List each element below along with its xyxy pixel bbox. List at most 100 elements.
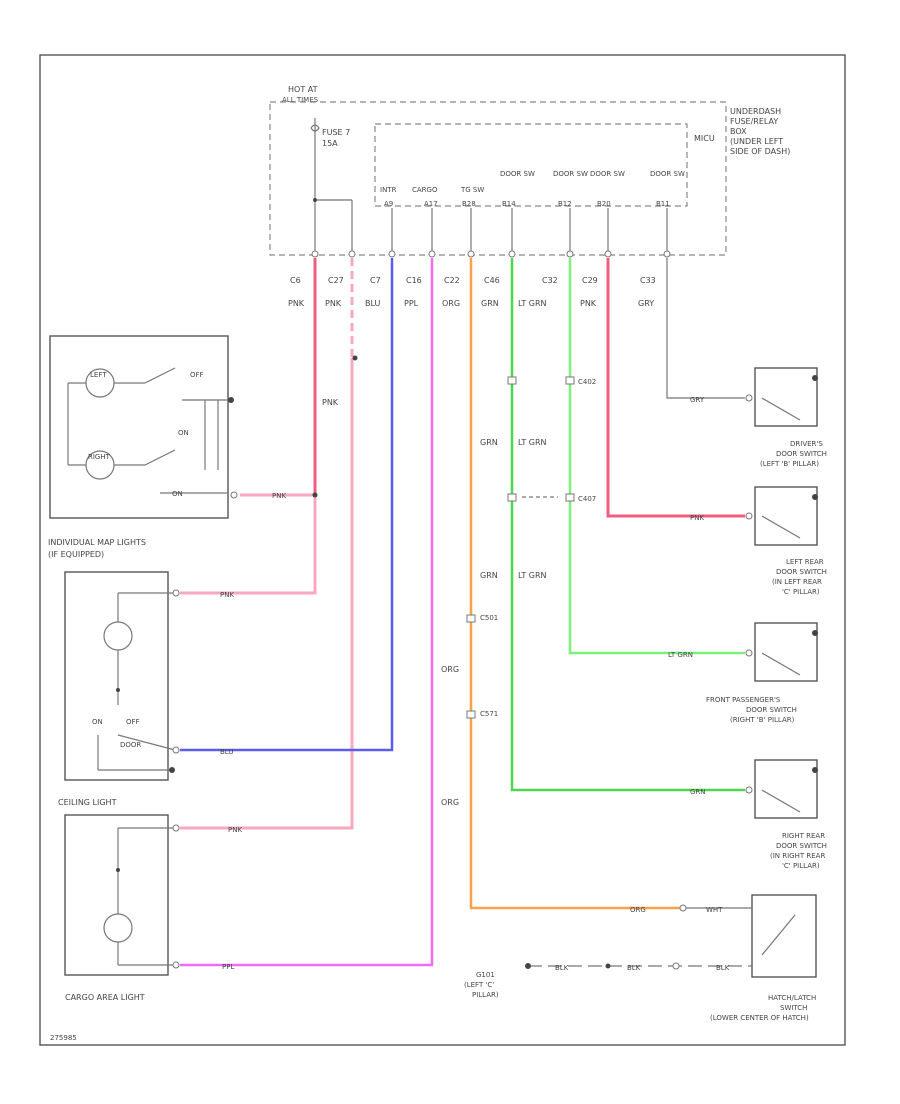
wire-label-grn-a: GRN bbox=[480, 438, 498, 447]
connector-pins bbox=[311, 250, 671, 258]
conn-c46-color: GRN bbox=[481, 299, 499, 308]
hatch-blk-1: BLK bbox=[555, 964, 569, 972]
pnk-c27-dot bbox=[352, 355, 358, 361]
drivers-pin bbox=[745, 394, 753, 402]
pnk-splice-dot bbox=[312, 492, 318, 498]
front-pass-title-1: FRONT PASSENGER'S bbox=[706, 696, 781, 704]
map-pin bbox=[230, 491, 238, 499]
hatch-blk-3: BLK bbox=[716, 964, 730, 972]
micu-pin-b12: B12 bbox=[558, 200, 572, 208]
wire-pnk-cargo bbox=[180, 358, 354, 830]
micu-input-intr: INTR bbox=[380, 186, 397, 194]
left-rear-ground-dot bbox=[812, 494, 818, 500]
ceiling-wire-blu: BLU bbox=[220, 748, 233, 756]
drivers-title-2: DOOR SWITCH bbox=[776, 450, 827, 458]
conn-c7-color: BLU bbox=[365, 299, 381, 308]
wire-label-pnk-mid: PNK bbox=[322, 398, 339, 407]
wire-label-org-a: ORG bbox=[441, 665, 459, 674]
splice-c402: C402 bbox=[578, 378, 596, 386]
wire-org bbox=[469, 258, 680, 910]
hot-at-label: HOT AT bbox=[288, 85, 318, 94]
ceiling-wiring bbox=[97, 592, 176, 771]
cargo-dot bbox=[116, 868, 120, 872]
fuse-splice-dot bbox=[313, 198, 317, 202]
ground-loc-2: PILLAR) bbox=[472, 991, 499, 999]
conn-c16-color: PPL bbox=[404, 299, 419, 308]
splice-c407: C407 bbox=[578, 495, 596, 503]
micu-pin-b28: B28 bbox=[462, 200, 476, 208]
micu-label: MICU bbox=[694, 134, 715, 143]
ground-g101: G101 bbox=[476, 971, 495, 979]
conn-c22-color: ORG bbox=[442, 299, 460, 308]
micu-input-door-1: DOOR SW bbox=[500, 170, 535, 178]
left-rear-title-3: (IN LEFT REAR bbox=[772, 578, 822, 586]
cargo-title: CARGO AREA LIGHT bbox=[65, 993, 145, 1002]
splice-markers bbox=[466, 376, 575, 719]
map-lights-title-1: INDIVIDUAL MAP LIGHTS bbox=[48, 538, 146, 547]
hatch-title-3: (LOWER CENTER OF HATCH) bbox=[710, 1014, 809, 1022]
conn-c6-color: PNK bbox=[288, 299, 305, 308]
hatch-title-2: SWITCH bbox=[780, 1004, 807, 1012]
drivers-wire-label: GRY bbox=[690, 396, 705, 404]
conn-c32: C32 bbox=[542, 276, 558, 285]
micu-input-door-3: DOOR SW bbox=[590, 170, 625, 178]
map-wire-label: PNK bbox=[272, 492, 286, 500]
wire-gry bbox=[666, 258, 745, 399]
ceiling-on-label: ON bbox=[92, 718, 103, 726]
fuse-label: FUSE 7 bbox=[322, 128, 350, 137]
micu-pin-b11: B11 bbox=[656, 200, 670, 208]
hatch-switch-arm bbox=[761, 914, 796, 956]
ceiling-pin-blu bbox=[172, 746, 180, 754]
right-rear-title-4: 'C' PILLAR) bbox=[782, 862, 820, 870]
hatch-title-1: HATCH/LATCH bbox=[768, 994, 816, 1002]
wire-grn bbox=[510, 258, 745, 792]
right-rear-title-3: (IN RIGHT REAR bbox=[770, 852, 825, 860]
left-rear-title-1: LEFT REAR bbox=[786, 558, 824, 566]
underdash-box-outline bbox=[269, 101, 727, 256]
ceiling-pin-pnk bbox=[172, 589, 180, 597]
micu-pin-b14: B14 bbox=[502, 200, 516, 208]
conn-c27-color: PNK bbox=[325, 299, 342, 308]
ufb-line-1: UNDERDASH bbox=[730, 107, 781, 116]
drivers-switch-arm bbox=[761, 397, 801, 421]
front-pass-title-3: (RIGHT 'B' PILLAR) bbox=[730, 716, 795, 724]
ground-loc-1: (LEFT 'C' bbox=[464, 981, 494, 989]
right-rear-switch-arm bbox=[761, 789, 801, 813]
cargo-light-box bbox=[64, 814, 169, 976]
map-sw-pos-label: ON bbox=[172, 490, 183, 498]
right-rear-switch-box bbox=[754, 759, 818, 819]
ceiling-bulb-icon bbox=[103, 621, 133, 651]
right-rear-title-1: RIGHT REAR bbox=[782, 832, 825, 840]
micu-input-door-2: DOOR SW bbox=[553, 170, 588, 178]
wire-label-ltgrn-a: LT GRN bbox=[518, 438, 547, 447]
ceiling-title: CEILING LIGHT bbox=[58, 798, 117, 807]
wire-pnk-c29 bbox=[606, 258, 745, 518]
all-times-label: ALL TIMES bbox=[282, 96, 319, 104]
drivers-ground-dot bbox=[812, 375, 818, 381]
fuse-rating-label: 15A bbox=[322, 139, 338, 148]
micu-stubs bbox=[391, 208, 668, 252]
micu-pin-a17: A17 bbox=[424, 200, 438, 208]
wire-blu bbox=[180, 258, 394, 752]
conn-c46-ltgrn: LT GRN bbox=[518, 299, 547, 308]
hatch-wire-org: ORG bbox=[630, 906, 646, 914]
micu-pin-b20: B20 bbox=[597, 200, 611, 208]
map-off-label: OFF bbox=[190, 371, 204, 379]
left-rear-title-2: DOOR SWITCH bbox=[776, 568, 827, 576]
micu-input-door-4: DOOR SW bbox=[650, 170, 685, 178]
wire-pnk-ceiling-feed bbox=[180, 495, 317, 595]
ceiling-off-label: OFF bbox=[126, 718, 140, 726]
conn-c22: C22 bbox=[444, 276, 460, 285]
ufb-line-4: (UNDER LEFT bbox=[730, 137, 783, 146]
splice-c571: C571 bbox=[480, 710, 498, 718]
map-lights-title-2: (IF EQUIPPED) bbox=[48, 550, 104, 559]
left-rear-wire-label: PNK bbox=[690, 514, 704, 522]
splice-c501: C501 bbox=[480, 614, 498, 622]
left-rear-title-4: 'C' PILLAR) bbox=[782, 588, 820, 596]
left-rear-switch-box bbox=[754, 486, 818, 546]
conn-c29: C29 bbox=[582, 276, 598, 285]
micu-input-cargo: CARGO bbox=[412, 186, 438, 194]
right-map-label: RIGHT bbox=[88, 453, 111, 461]
front-pass-switch-box bbox=[754, 622, 818, 682]
